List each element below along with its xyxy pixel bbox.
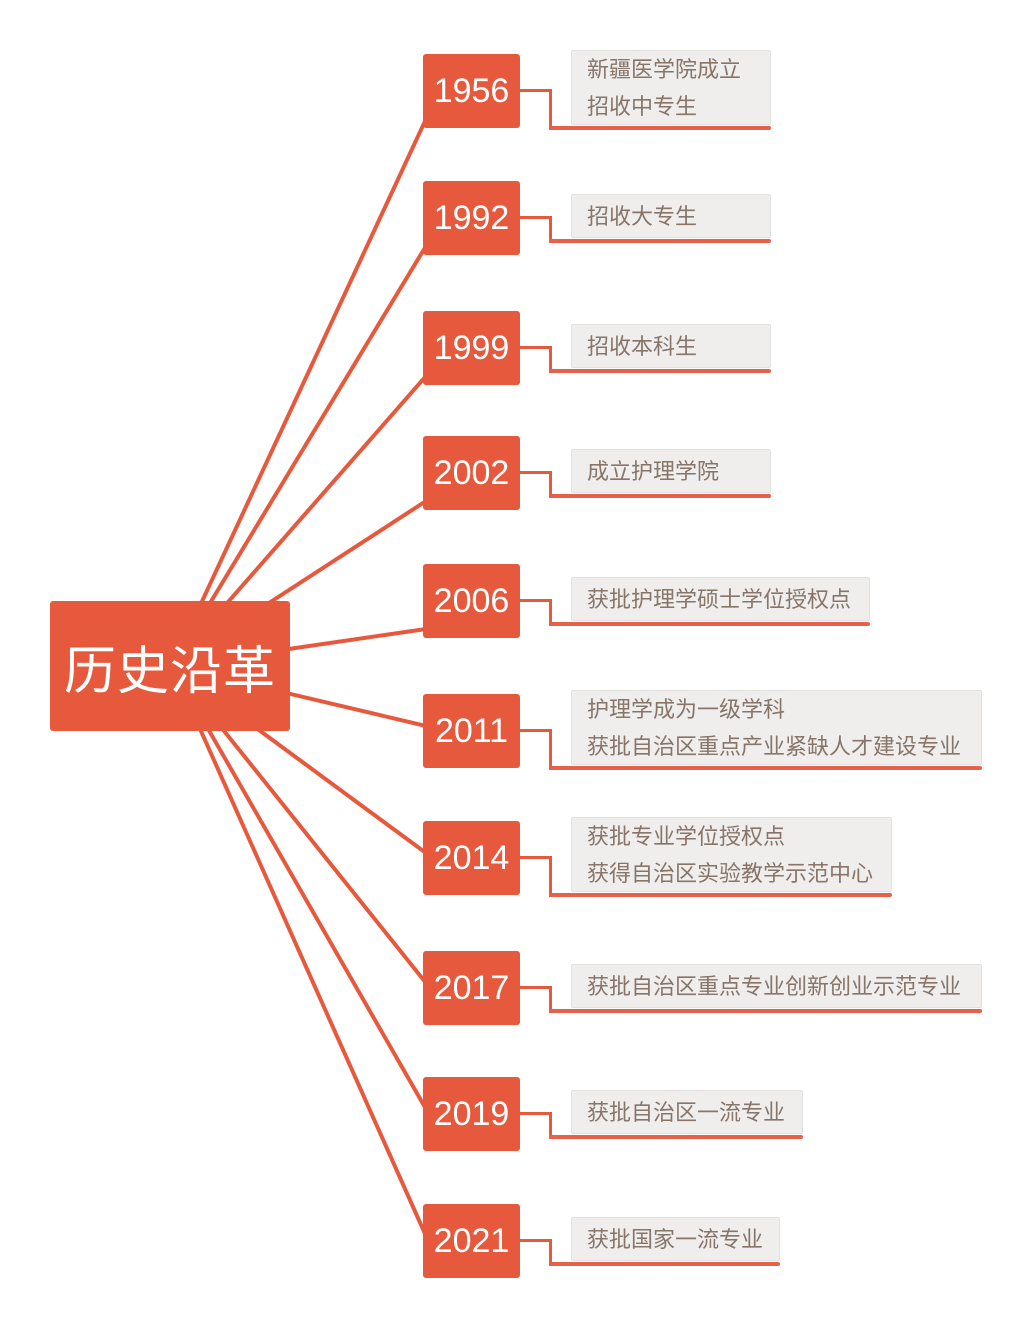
connector-horizontal (520, 1112, 552, 1115)
caption-node: 护理学成为一级学科获批自治区重点产业紧缺人才建设专业 (571, 690, 982, 765)
connector-vertical (549, 1239, 552, 1266)
branch-line (170, 244, 428, 668)
caption-text-line: 获批国家一流专业 (587, 1226, 764, 1252)
connector-horizontal (520, 346, 552, 349)
connector-vertical (549, 729, 552, 770)
year-label: 2017 (433, 968, 510, 1007)
year-label: 1956 (433, 71, 510, 110)
connector-horizontal (520, 986, 552, 989)
caption-text-line: 护理学成为一级学科 (587, 696, 786, 722)
connector-horizontal (520, 856, 552, 859)
year-label: 2014 (433, 838, 510, 877)
year-node: 1999 (423, 311, 520, 385)
caption-underline (549, 622, 870, 626)
year-label: 2006 (433, 581, 510, 620)
caption-text-line: 获批自治区重点专业创新创业示范专业 (587, 973, 962, 999)
year-label: 2019 (433, 1094, 510, 1133)
caption-underline (549, 494, 771, 498)
caption-text-line: 招收大专生 (587, 203, 698, 229)
caption-node: 招收本科生 (571, 324, 771, 368)
caption-text-line: 成立护理学院 (587, 458, 720, 484)
caption-node: 获批护理学硕士学位授权点 (571, 577, 870, 621)
connector-vertical (549, 346, 552, 373)
caption-underline (549, 766, 982, 770)
connector-vertical (549, 471, 552, 498)
caption-text-line: 新疆医学院成立 (587, 56, 742, 82)
branch-line (170, 118, 428, 667)
connector-horizontal (520, 471, 552, 474)
caption-text-line: 获批专业学位授权点 (587, 823, 786, 849)
caption-node: 成立护理学院 (571, 449, 771, 493)
caption-underline (549, 893, 892, 897)
year-node: 2002 (423, 436, 520, 510)
branch-line (170, 665, 428, 1110)
connector-vertical (549, 1112, 552, 1139)
central-topic-node: 历史沿革 (50, 601, 290, 731)
connector-vertical (549, 89, 552, 130)
caption-underline (549, 1135, 803, 1139)
central-topic-label: 历史沿革 (63, 642, 276, 701)
connector-horizontal (520, 729, 552, 732)
connector-vertical (549, 216, 552, 243)
caption-text-line: 获批自治区重点产业紧缺人才建设专业 (587, 733, 962, 759)
year-node: 2006 (423, 564, 520, 638)
caption-underline (549, 126, 771, 130)
year-label: 2002 (433, 453, 510, 492)
connector-horizontal (520, 599, 552, 602)
caption-node: 获批国家一流专业 (571, 1217, 780, 1261)
year-node: 2011 (423, 694, 520, 768)
caption-text-line: 获得自治区实验教学示范中心 (587, 860, 874, 886)
connector-horizontal (520, 89, 552, 92)
year-node: 2017 (423, 951, 520, 1025)
year-label: 2021 (433, 1221, 510, 1260)
year-label: 1999 (433, 328, 510, 367)
caption-underline (549, 239, 771, 243)
caption-node: 获批自治区重点专业创新创业示范专业 (571, 964, 982, 1008)
caption-text-line: 获批护理学硕士学位授权点 (587, 586, 852, 612)
year-node: 2019 (423, 1077, 520, 1151)
connector-horizontal (520, 216, 552, 219)
year-node: 1992 (423, 181, 520, 255)
year-node: 1956 (423, 54, 520, 128)
caption-node: 招收大专生 (571, 194, 771, 238)
year-node: 2021 (423, 1204, 520, 1278)
caption-underline (549, 1262, 780, 1266)
connector-vertical (549, 856, 552, 897)
connector-vertical (549, 986, 552, 1013)
year-label: 2011 (434, 711, 509, 750)
caption-text-line: 招收本科生 (587, 333, 698, 359)
caption-underline (549, 369, 771, 373)
caption-text-line: 获批自治区一流专业 (587, 1099, 786, 1125)
year-node: 2014 (423, 821, 520, 895)
year-label: 1992 (433, 198, 510, 237)
caption-node: 新疆医学院成立招收中专生 (571, 50, 771, 125)
caption-text-line: 招收中专生 (587, 93, 698, 119)
branch-line (170, 665, 428, 1237)
connector-vertical (549, 599, 552, 626)
caption-underline (549, 1009, 982, 1013)
caption-node: 获批自治区一流专业 (571, 1090, 803, 1134)
connector-horizontal (520, 1239, 552, 1242)
caption-node: 获批专业学位授权点获得自治区实验教学示范中心 (571, 817, 892, 892)
